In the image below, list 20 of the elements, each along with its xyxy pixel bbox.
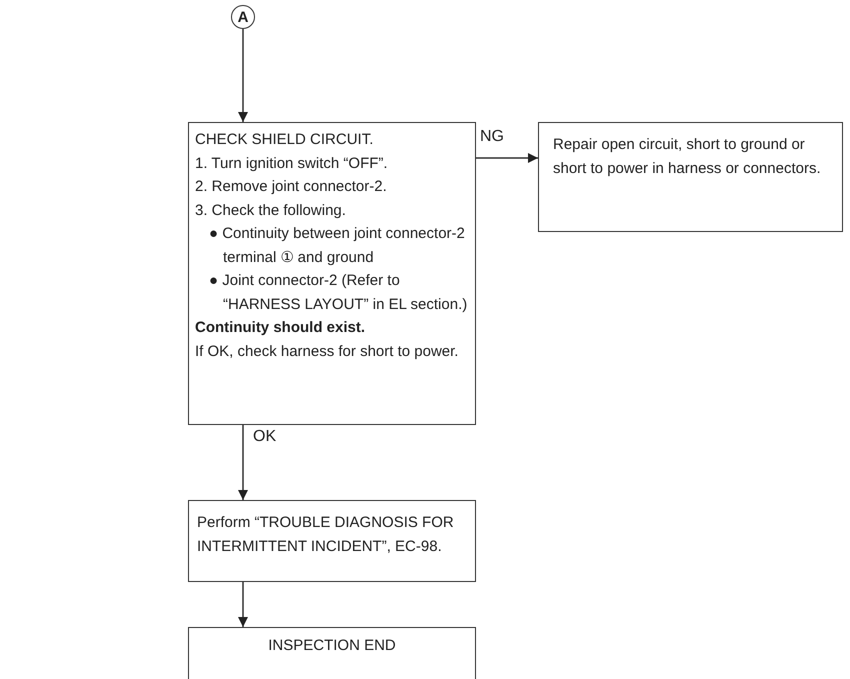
step-text: ● Continuity between joint connector-2 terminal ① and ground [208, 224, 466, 268]
step-text: Perform “TROUBLE DIAGNOSIS FOR INTERMITTENT INCIDENT”, EC-98. [197, 513, 455, 556]
arrow [238, 29, 248, 122]
arrow [238, 425, 248, 500]
step-text: Continuity should exist. [195, 318, 366, 338]
process-box [188, 122, 476, 425]
process-box [188, 500, 476, 582]
step-text: If OK, check harness for short to power. [195, 342, 460, 362]
step-text: INSPECTION END [267, 636, 397, 656]
step-text: 1. Turn ignition switch “OFF”. [195, 154, 389, 174]
step-text: CHECK SHIELD CIRCUIT. [195, 130, 374, 150]
step-text: 3. Check the following. [195, 200, 347, 220]
connector-circle [231, 5, 255, 29]
process-box [538, 122, 843, 232]
connector-letter: A [238, 8, 248, 26]
arrow [238, 582, 248, 627]
arrow [476, 153, 538, 163]
step-text: ● Joint connector-2 (Refer to “HARNESS LAYOUT” in EL section.) [208, 271, 468, 314]
step-text: Repair open circuit, short to ground or short to power in harness or connectors. [553, 135, 822, 178]
step-text: 2. Remove joint connector-2. [195, 177, 388, 197]
